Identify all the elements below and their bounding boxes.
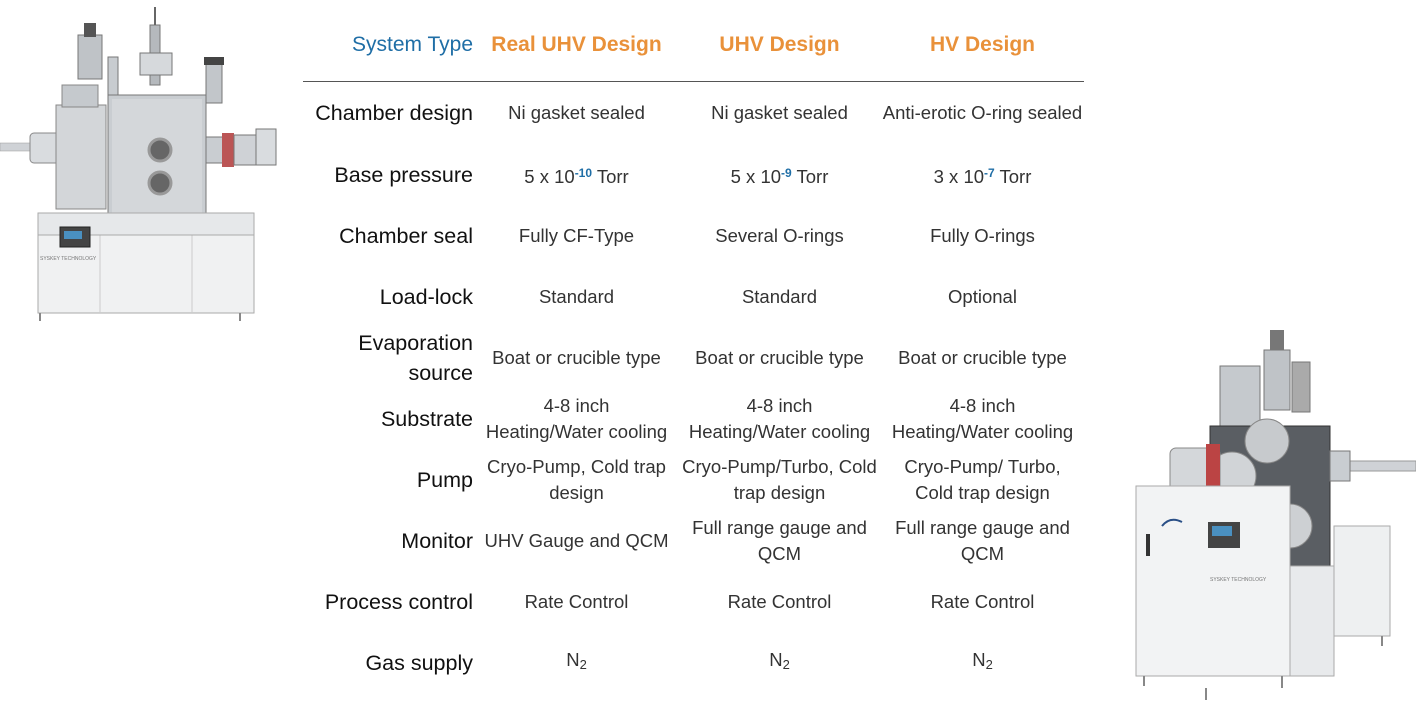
cell-line: Full range gauge and	[895, 516, 1070, 538]
row-label: Evaporation source	[303, 327, 475, 388]
table-cell: N2	[475, 632, 678, 693]
svg-text:SYSKEY TECHNOLOGY: SYSKEY TECHNOLOGY	[1210, 577, 1267, 583]
table-cell: Boat or crucible type	[492, 346, 661, 368]
cell-line: 4-8 inch	[543, 394, 610, 416]
table-cell: Cryo-Pump/ Turbo, Cold trap design	[881, 449, 1084, 510]
row-label: Load-lock	[379, 284, 473, 309]
row-label: Chamber design	[315, 101, 473, 125]
header-row: System Type Real UHV Design UHV Design H…	[303, 15, 1084, 82]
table-row: Evaporation source Boat or crucible type Bo…	[303, 327, 1084, 388]
cell-line: Heating/Water cooling	[485, 420, 668, 442]
spec-table-body: Chamber design Ni gasket sealed Ni gasket …	[303, 82, 1084, 694]
table-cell: Ni gasket sealed	[508, 102, 645, 123]
cell-line: Cold trap design	[915, 481, 1050, 503]
table-cell: Fully O-rings	[930, 224, 1035, 246]
row-label: Base pressure	[334, 162, 473, 187]
table-cell: 5 x 10-9 Torr	[678, 144, 881, 205]
table-cell: Standard	[741, 285, 818, 307]
pressure-exponent: -10	[574, 165, 593, 180]
table-row: Chamber seal Fully CF-Type Several O-rings…	[303, 205, 1084, 266]
pressure-unit: Torr	[994, 165, 1032, 187]
table-row: Load-lock Standard Standard Optional	[303, 266, 1084, 327]
spec-table: System Type Real UHV Design UHV Design H…	[303, 15, 1084, 693]
cell-line: design	[549, 481, 604, 503]
column-header-uhv: UHV Design	[678, 15, 881, 82]
pressure-mantissa: 3 x 10	[933, 165, 985, 187]
table-row: Process control Rate Control Rate Control R…	[303, 571, 1084, 632]
column-header-hv: HV Design	[881, 15, 1084, 82]
table-cell: Standard	[538, 285, 615, 307]
table-cell: UHV Gauge and QCM	[475, 510, 678, 571]
left-machine-image: SYSKEY TECHNOLOGY	[0, 7, 277, 321]
table-cell: Ni gasket sealed	[711, 102, 848, 123]
row-label-line: Evaporation	[358, 330, 473, 355]
cell-line: Cryo-Pump, Cold trap	[487, 455, 666, 477]
row-label: Chamber seal	[339, 223, 473, 248]
table-cell: Several O-rings	[715, 224, 844, 246]
formula-subscript: 2	[782, 657, 790, 672]
row-label: Pump	[416, 467, 473, 492]
row-label: Monitor	[401, 528, 473, 553]
pressure-unit: Torr	[791, 165, 829, 187]
svg-text:SYSKEY TECHNOLOGY: SYSKEY TECHNOLOGY	[40, 256, 97, 262]
formula-subscript: 2	[579, 657, 587, 672]
formula-base: N	[769, 649, 783, 670]
table-cell: Rate Control	[930, 590, 1035, 612]
cell-line: QCM	[757, 542, 802, 564]
right-machine-image: SYSKEY TECHNOLOGY	[1135, 330, 1416, 700]
table-cell: Fully CF-Type	[518, 224, 635, 246]
cell-line: QCM	[960, 542, 1005, 564]
table-cell: 5 x 10-10 Torr	[475, 144, 678, 205]
pressure-exponent: -7	[984, 165, 995, 180]
cell-line: Cryo-Pump/ Turbo,	[904, 455, 1061, 477]
table-cell: Rate Control	[524, 590, 629, 612]
system-type-label: System Type	[303, 15, 475, 82]
column-header-real-uhv: Real UHV Design	[475, 15, 678, 82]
cell-line: Heating/Water cooling	[688, 420, 871, 442]
table-cell: Boat or crucible type	[695, 346, 864, 368]
table-cell: Cryo-Pump, Cold trap design	[475, 449, 678, 510]
table-cell: Cryo-Pump/Turbo, Cold trap design	[678, 449, 881, 510]
table-cell: 3 x 10-7 Torr	[881, 144, 1084, 205]
table-cell: N2	[881, 632, 1084, 693]
row-label: Substrate	[380, 406, 473, 431]
cell-line: Cryo-Pump/Turbo, Cold	[682, 455, 877, 477]
row-label-line: source	[408, 360, 473, 385]
table-cell: Rate Control	[727, 590, 832, 612]
cell-line: 4-8 inch	[746, 394, 813, 416]
table-cell: Anti-erotic O-ring sealed	[882, 102, 1083, 123]
cell-line: Heating/Water cooling	[891, 420, 1074, 442]
pressure-unit: Torr	[592, 165, 629, 187]
formula-base: N	[566, 649, 580, 670]
pressure-mantissa: 5 x 10	[730, 165, 782, 187]
table-row: Monitor UHV Gauge and QCM Full range gauge…	[303, 510, 1084, 571]
pressure-mantissa: 5 x 10	[524, 165, 575, 187]
table-cell: N2	[678, 632, 881, 693]
table-row: Chamber design Ni gasket sealed Ni gasket …	[303, 82, 1084, 145]
row-label: Gas supply	[365, 650, 473, 675]
row-label: Process control	[324, 589, 473, 614]
cell-line: Full range gauge and	[692, 516, 867, 538]
cell-line: UHV Gauge and QCM	[484, 529, 669, 551]
table-cell: Boat or crucible type	[898, 346, 1067, 368]
pressure-exponent: -9	[781, 165, 792, 180]
cell-line: trap design	[733, 481, 826, 503]
cell-line: 4-8 inch	[949, 394, 1016, 416]
table-cell: Optional	[948, 285, 1017, 307]
formula-base: N	[972, 649, 986, 670]
table-row: Pump Cryo-Pump, Cold trap design Cryo-Pump/…	[303, 449, 1084, 510]
formula-subscript: 2	[985, 657, 993, 672]
